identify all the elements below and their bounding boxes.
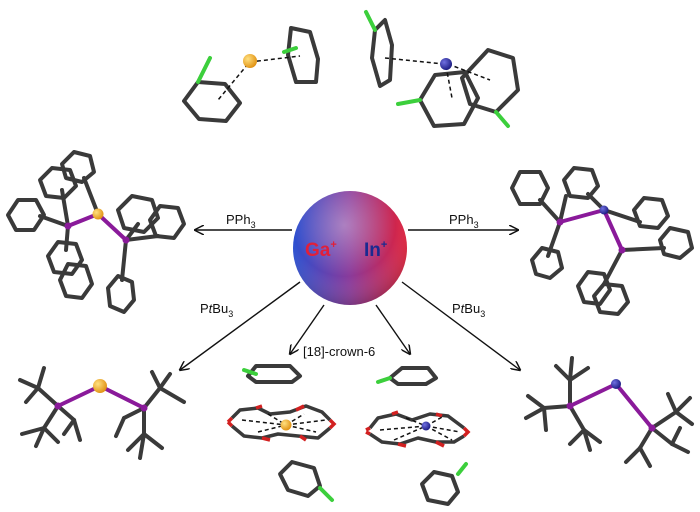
arrow-crown-left: [290, 304, 325, 354]
ga-crown-ether-complex: [226, 364, 337, 502]
indium-atom: [611, 379, 621, 389]
phosphorus-atom: [122, 236, 130, 244]
label-pph3-left: PPh3: [226, 212, 256, 230]
ga-cation-label: Ga+: [305, 239, 337, 261]
arrow-down-right-ptbu3: [401, 281, 520, 370]
phosphorus-atom: [648, 424, 656, 432]
label-pph3-right: PPh3: [449, 212, 479, 230]
indium-atom: [599, 205, 609, 215]
indium-atom: [440, 58, 452, 70]
phosphorus-atom: [566, 402, 574, 410]
phosphorus-atom: [140, 404, 148, 412]
gallium-atom: [93, 379, 107, 393]
phosphorus-atom: [54, 402, 62, 410]
label-crown-ether: [18]-crown-6: [303, 344, 375, 359]
arrow-down-left-ptbu3: [180, 281, 301, 370]
central-cation-sphere: Ga+ In+: [293, 191, 407, 305]
label-ptbu3-right: PtBu3: [452, 301, 485, 319]
arrow-crown-right: [375, 304, 410, 354]
label-ptbu3-left: PtBu3: [200, 301, 233, 319]
ga-ptbu3-complex: [18, 366, 186, 460]
gallium-atom: [243, 54, 257, 68]
gallium-atom: [92, 208, 104, 220]
top-in-chlorobenzene-complex: [364, 10, 520, 128]
in-cation-label: In+: [364, 239, 387, 261]
phosphorus-atom: [556, 218, 564, 226]
in-ptbu3-complex: [524, 356, 694, 468]
top-ga-chlorobenzene-complex: [182, 26, 320, 123]
phosphorus-atom: [64, 222, 72, 230]
in-pph3-complex: [510, 166, 694, 316]
in-crown-ether-complex: [365, 366, 471, 506]
phosphorus-atom: [618, 246, 626, 254]
indium-atom: [421, 421, 431, 431]
ga-pph3-complex: [6, 150, 186, 314]
gallium-atom: [280, 419, 292, 431]
